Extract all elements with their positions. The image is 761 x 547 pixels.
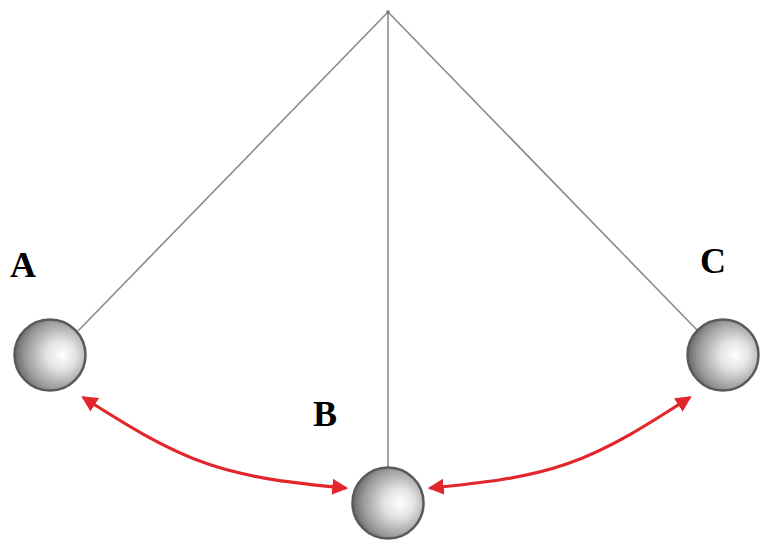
ball-shape xyxy=(686,318,760,392)
pendulum-ball: A xyxy=(13,318,87,392)
point-label: B xyxy=(313,396,337,432)
string-right xyxy=(388,12,698,331)
point-label: C xyxy=(700,243,726,279)
pendulum-ball: C xyxy=(686,318,760,392)
swing-arrow xyxy=(84,398,345,488)
string-left xyxy=(78,12,388,331)
ball-shape xyxy=(351,466,425,540)
pivot-point xyxy=(386,10,390,14)
pendulum-ball: B xyxy=(351,466,425,540)
string-middle xyxy=(387,12,389,467)
point-label: A xyxy=(10,247,36,283)
ball-shape xyxy=(13,318,87,392)
swing-arrow xyxy=(431,398,689,488)
